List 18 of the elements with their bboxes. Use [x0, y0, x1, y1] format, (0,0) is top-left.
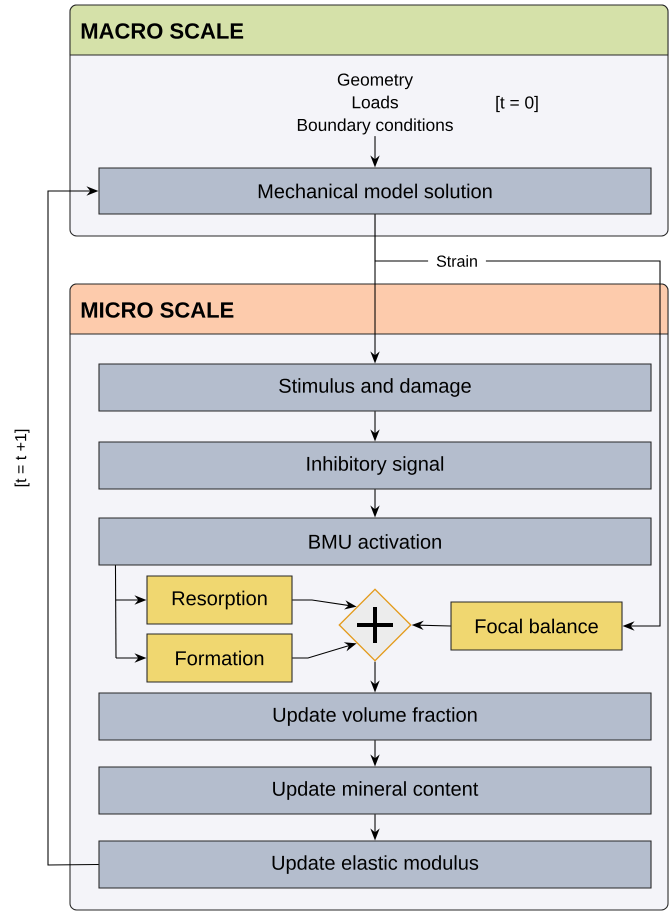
edge-label: Strain	[428, 254, 486, 268]
process-box: Mechanical model solution	[98, 167, 652, 215]
process-box: Focal balance	[450, 601, 623, 651]
arrow	[374, 214, 661, 631]
time-label: [t = 0]	[496, 96, 538, 112]
process-box: Inhibitory signal	[98, 441, 652, 490]
process-box: Update volume fraction	[98, 692, 652, 741]
process-box: Update mineral content	[98, 766, 652, 815]
panel-heading: MACRO SCALE	[82, 23, 244, 39]
input-list: Geometry Loads Boundary conditions	[298, 73, 453, 135]
arrow	[47, 186, 98, 866]
process-box: Stimulus and damage	[98, 363, 652, 412]
panel-heading: MICRO SCALE	[82, 302, 234, 318]
process-box: BMU activation	[98, 517, 652, 566]
process-box: Update elastic modulus	[98, 840, 652, 889]
process-box: Formation	[146, 633, 293, 683]
process-box: Resorption	[146, 575, 293, 625]
edge-label: [t = t +1]	[14, 430, 30, 486]
